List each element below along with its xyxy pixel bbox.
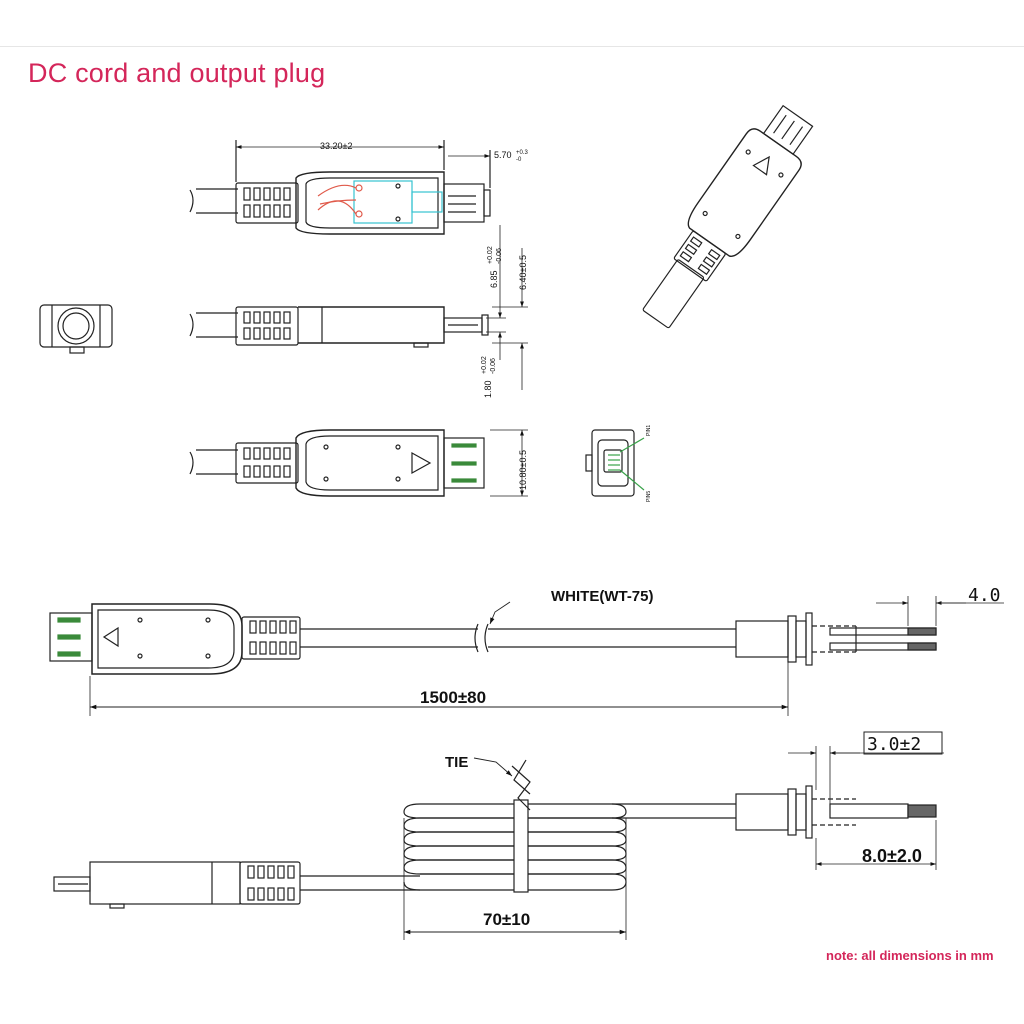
plug-bottom-view [189, 429, 528, 497]
cord-coiled-view [53, 731, 944, 940]
strain-relief-grips [243, 187, 291, 218]
cable-label: WHITE(WT-75) [551, 588, 654, 605]
header-divider [0, 46, 1024, 47]
plug-side-view [189, 225, 528, 390]
dim-coil-length: 70±10 [483, 910, 530, 929]
dim-height-a: 6.85 [489, 270, 499, 288]
pin-top-label: PIN1 [646, 425, 652, 436]
dim-height-a-tol-plus: +0.02 [487, 246, 494, 264]
plug-end-view [39, 304, 113, 354]
dim-tip-thickness-tol-minus: -0.06 [490, 358, 497, 374]
dimensions-note: note: all dimensions in mm [826, 948, 994, 963]
plug-top-view [189, 140, 491, 235]
dim-tip-length: 5.70 [494, 150, 512, 160]
dim-width: 10.80±0.5 [518, 450, 528, 490]
dim-height-a-tol-minus: -0.06 [496, 248, 503, 264]
page-title: DC cord and output plug [28, 58, 326, 88]
plug-isometric-view [642, 104, 814, 329]
dim-tip-length-tol-minus: -0 [516, 157, 522, 163]
dim-tip-length-tol-plus: +0.3 [516, 150, 529, 156]
dim-lead-length: 8.0±2.0 [862, 846, 922, 866]
dim-tip-thickness: 1.80 [483, 380, 493, 398]
dim-tip-thickness-tol-plus: +0.02 [481, 356, 488, 374]
dim-strip-end: 4.0 [968, 585, 1001, 606]
pin-bottom-label: PIN5 [646, 491, 652, 502]
dim-plug-length: 33.20±2 [320, 141, 352, 151]
connector-face [585, 429, 645, 497]
dim-height-b: 6.40±0.5 [518, 255, 528, 290]
cord-straight-view [49, 596, 1004, 716]
dim-strip-length: 3.0±2 [867, 734, 921, 755]
dim-cord-length: 1500±80 [420, 688, 486, 707]
tie-label: TIE [445, 754, 468, 771]
